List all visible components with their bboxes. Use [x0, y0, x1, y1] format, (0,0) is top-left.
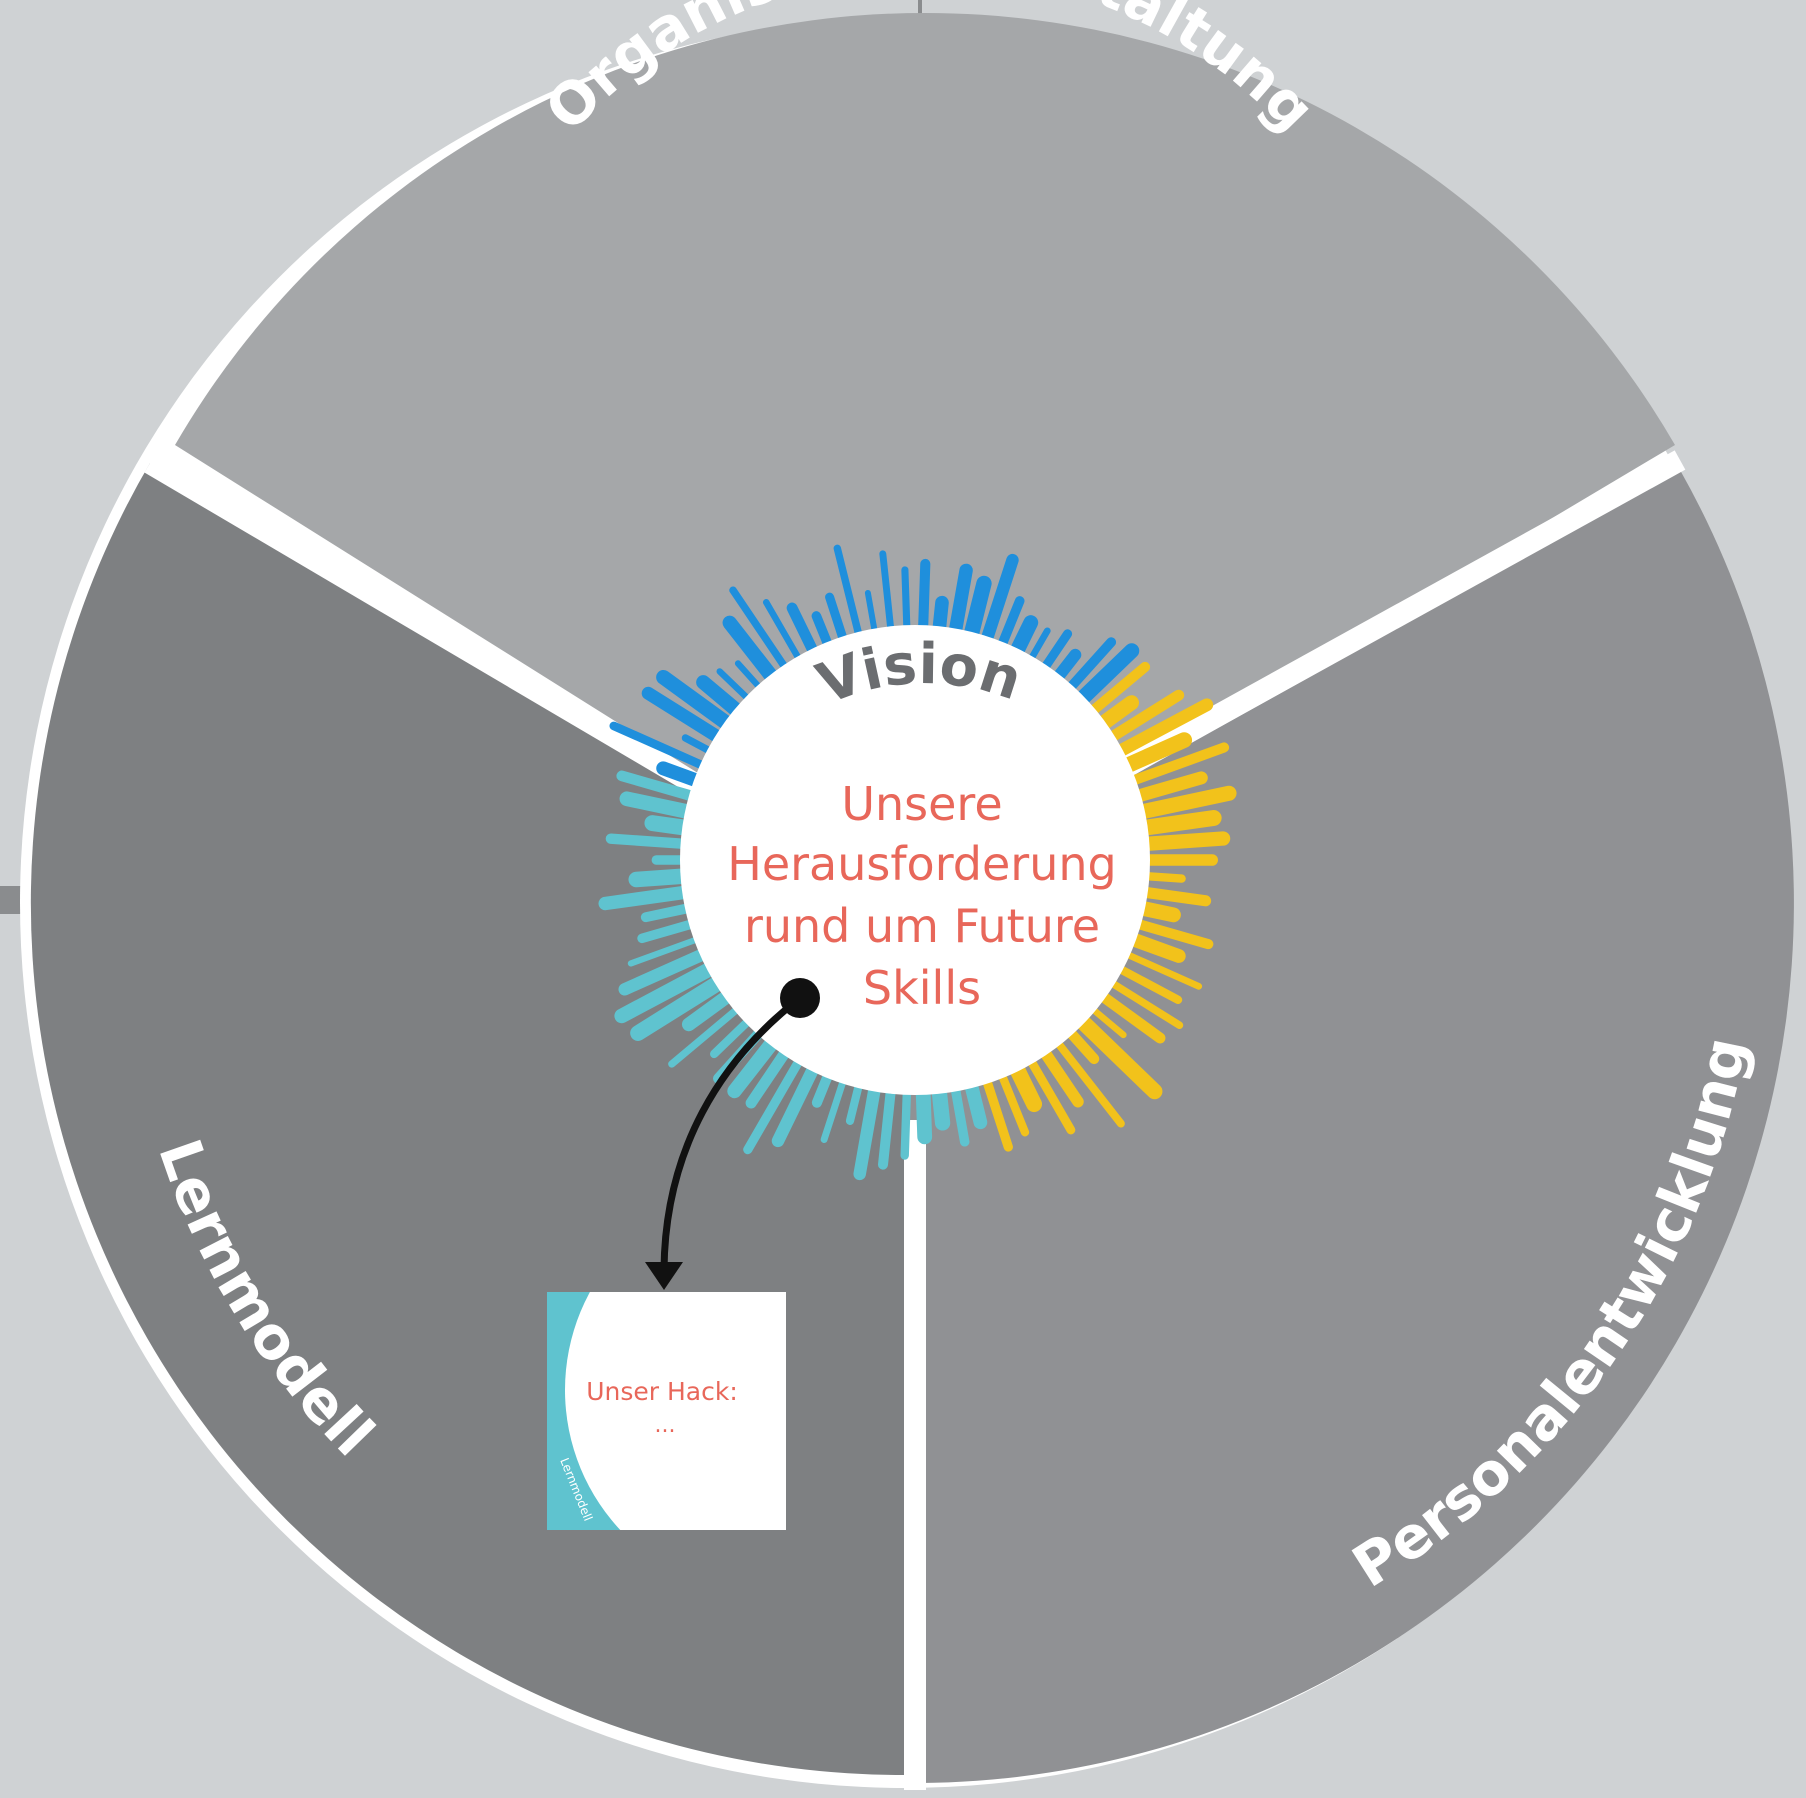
burst-stroke — [771, 1058, 822, 1148]
burst-stroke — [696, 675, 748, 721]
burst-stroke — [1024, 1053, 1076, 1135]
burst-stroke — [605, 833, 693, 850]
burst-stroke — [1086, 1003, 1127, 1039]
burst-stroke — [710, 1014, 756, 1059]
burst-stroke — [668, 1002, 744, 1068]
vision-circle — [680, 625, 1150, 1095]
burst-stroke — [879, 550, 895, 637]
burst-stroke — [979, 553, 1019, 650]
burst-stroke — [980, 1072, 1013, 1152]
burst-stroke — [681, 987, 738, 1032]
burst-stroke — [1135, 886, 1212, 907]
burst-stroke — [949, 1079, 970, 1147]
burst-stroke — [1132, 810, 1222, 837]
vision-line-1: Unsere — [841, 777, 1002, 831]
burst-stroke — [729, 586, 792, 675]
burst-stroke — [614, 959, 722, 1024]
burst-stroke — [820, 1073, 848, 1144]
burst-stroke — [630, 972, 730, 1041]
burst-stroke — [864, 590, 879, 639]
burst-stroke — [609, 721, 712, 772]
burst-stroke — [1051, 1035, 1125, 1128]
connector-dot — [780, 978, 820, 1018]
burst-stroke — [1071, 1010, 1163, 1100]
burst-stroke — [1104, 976, 1184, 1029]
burst-stroke — [762, 599, 805, 666]
burst-stroke — [786, 602, 821, 661]
burst-stroke — [1129, 917, 1214, 950]
burst-stroke — [1135, 831, 1231, 852]
burst-stroke — [640, 902, 697, 923]
burst-stroke — [947, 563, 973, 643]
burst-stroke — [627, 934, 704, 967]
hack-card-line-1: Unser Hack: — [586, 1377, 738, 1406]
burst-stroke — [743, 1052, 806, 1155]
burst-stroke — [963, 1074, 988, 1130]
burst-stroke — [1094, 988, 1166, 1044]
burst-stroke — [619, 791, 700, 820]
vision-line-4: Skills — [863, 961, 981, 1015]
burst-stroke — [1084, 661, 1151, 719]
burst-stroke — [1119, 949, 1203, 990]
burst-stroke — [1038, 629, 1073, 676]
burst-stroke — [900, 1083, 912, 1160]
burst-stroke — [901, 566, 911, 636]
burst-stroke — [1062, 637, 1117, 696]
burst-stroke — [1130, 785, 1237, 821]
burst-stroke — [825, 592, 849, 648]
burst-stroke — [1127, 771, 1208, 804]
frame-line-left — [0, 886, 24, 914]
burst-stroke — [995, 596, 1025, 654]
burst-stroke — [628, 868, 696, 888]
burst-stroke — [745, 1043, 793, 1109]
burst-stroke — [1006, 1056, 1043, 1113]
burst-stroke — [962, 575, 992, 647]
separator-right — [1104, 450, 1686, 785]
burst-stroke — [716, 668, 755, 705]
hack-card-line-2: ... — [655, 1413, 676, 1438]
burst-stroke — [833, 544, 864, 643]
burst-stroke — [878, 1081, 897, 1170]
burst-stroke — [656, 669, 738, 734]
burst-stroke — [1124, 742, 1230, 788]
burst-stroke — [1036, 1043, 1084, 1108]
vision-line-3: rund um Future — [744, 899, 1100, 953]
burst-stroke — [1115, 732, 1193, 776]
arrow-head — [645, 1262, 683, 1290]
burst-stroke — [598, 885, 696, 911]
burst-stroke — [1109, 698, 1214, 760]
hack-card[interactable]: Unser Hack: ... Lernmodell — [547, 1185, 975, 1595]
burst-stroke — [996, 1067, 1030, 1137]
burst-stroke — [727, 1032, 782, 1099]
burst-stroke — [616, 770, 702, 803]
vision-line-2: Herausforderung — [727, 837, 1116, 891]
burst-stroke — [637, 917, 701, 944]
burst-stroke — [917, 558, 931, 638]
burst-stroke — [915, 1080, 933, 1145]
burst-stroke — [1112, 962, 1183, 1004]
burst-stroke — [722, 615, 782, 688]
burst-stroke — [853, 1078, 882, 1181]
segment-organisationsgestaltung[interactable] — [175, 12, 1675, 903]
burst-stroke — [1102, 689, 1185, 745]
connector-arrow — [660, 995, 803, 1271]
burst-stroke — [618, 946, 713, 996]
burst-stroke — [1071, 643, 1140, 710]
burst-stroke — [1122, 931, 1186, 963]
separator-left — [144, 453, 711, 800]
frame-line-top — [918, 0, 922, 18]
burst-stroke — [641, 686, 729, 746]
